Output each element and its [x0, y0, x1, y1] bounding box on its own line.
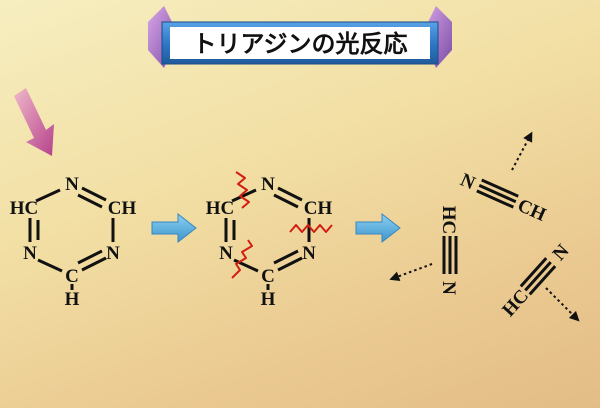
bond-n-top-ch-right	[81, 186, 107, 202]
atom-ch-upper-right: CH	[304, 198, 333, 219]
bond-n-top-ch-right-double	[77, 193, 103, 209]
atom-n-right: N	[106, 243, 120, 264]
cleavage-mark-right	[289, 224, 333, 233]
title-banner: トリアジンの光反応	[148, 6, 452, 68]
atom-c-bottom: C	[65, 266, 79, 287]
atom-ch-upper-left: HC	[206, 198, 235, 219]
reaction-arrow-2	[355, 212, 401, 244]
bond-n-top-ch-left	[35, 188, 61, 203]
hcn-product-1: N CH	[457, 170, 549, 226]
triple-bond-1b	[478, 184, 517, 204]
triple-bond-1a	[481, 178, 519, 198]
atom-ch-upper-left: HC	[10, 198, 39, 219]
product-1-ch: CH	[514, 195, 549, 226]
hcn-product-2: HC N	[438, 206, 459, 295]
product-3-n: N	[549, 240, 574, 264]
atom-h-bottom: H	[261, 289, 276, 310]
product-2-hc: HC	[438, 206, 459, 235]
product-3-hc: HC	[498, 286, 533, 321]
light-arrow	[14, 88, 54, 156]
atom-n-top: N	[65, 174, 79, 195]
atom-n-right: N	[302, 243, 316, 264]
triple-bond-3a	[519, 257, 548, 288]
triple-bond-3b	[524, 261, 552, 292]
triple-bond-1c	[476, 189, 514, 209]
atom-n-top: N	[261, 174, 275, 195]
atom-h-bottom: H	[65, 289, 80, 310]
product-2-motion-arrow	[389, 263, 433, 281]
bond-n-right-c-bottom-double	[273, 249, 299, 265]
product-1-n: N	[457, 170, 478, 195]
reaction-arrow-1	[151, 212, 197, 244]
bond-n-top-ch-right	[277, 186, 303, 202]
bond-n-left-c-bottom	[37, 258, 63, 273]
bond-n-top-ch-right-double	[273, 193, 299, 209]
hcn-product-3: HC N	[498, 240, 573, 320]
triple-bond-3c	[528, 265, 557, 296]
atom-n-left: N	[23, 243, 37, 264]
bond-n-right-c-bottom	[81, 256, 107, 272]
atom-ch-upper-right: CH	[108, 198, 137, 219]
product-1-motion-arrow	[511, 131, 533, 171]
product-2-n: N	[438, 281, 459, 295]
cleavage-mark-lower-left	[231, 239, 253, 279]
atom-n-left: N	[219, 243, 233, 264]
triazine-cleavage-molecule: N HC CH N N C H	[206, 171, 333, 310]
product-3-motion-arrow	[545, 287, 580, 322]
page-title: トリアジンの光反応	[192, 30, 407, 58]
bond-n-top-ch-left	[231, 188, 257, 203]
bond-n-right-c-bottom-double	[77, 249, 103, 265]
bond-n-right-c-bottom	[277, 256, 303, 272]
cleavage-mark-upper-left	[235, 171, 250, 209]
triazine-molecule: N HC CH N N C H	[10, 174, 137, 310]
atom-c-bottom: C	[261, 266, 275, 287]
